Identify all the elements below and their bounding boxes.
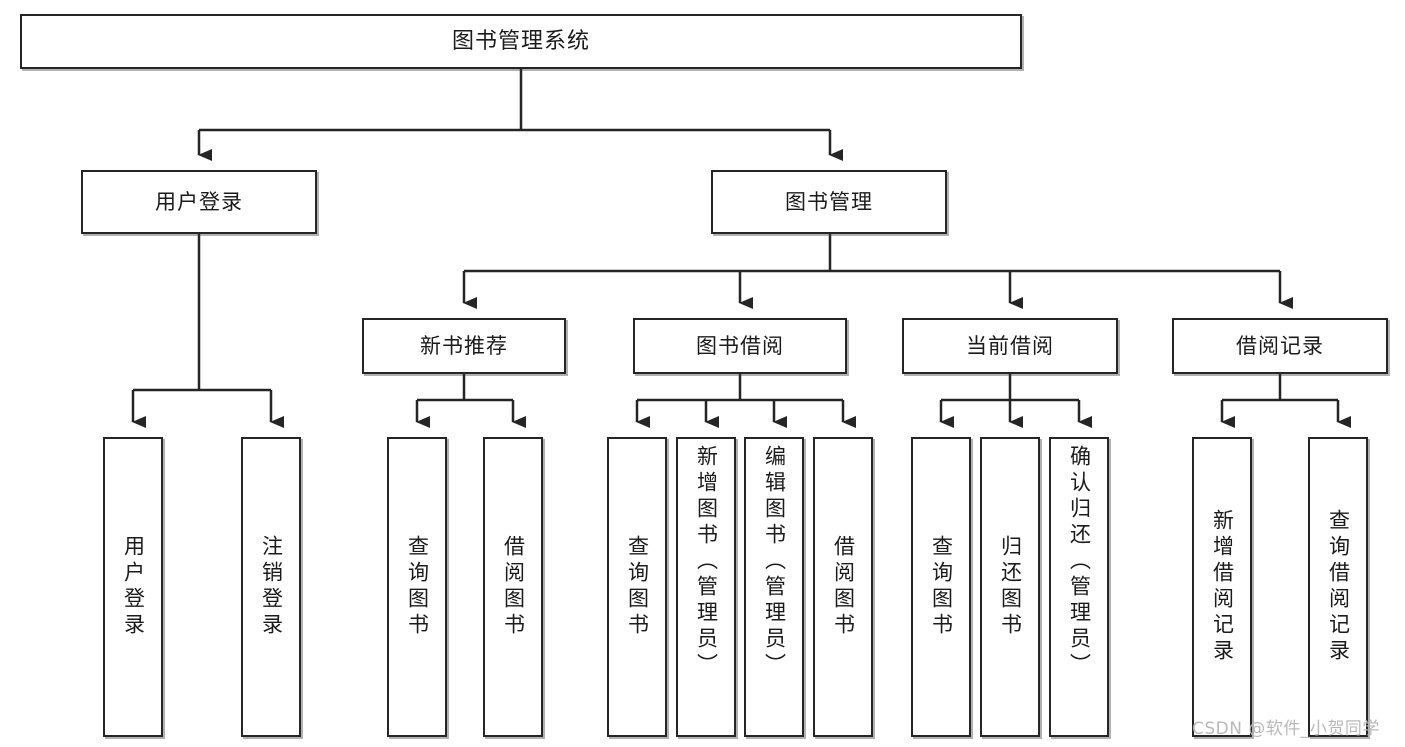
node-leaf-confirm-return-admin[interactable]: 确认归还（管理员） bbox=[1049, 437, 1109, 737]
node-label: 借阅图书 bbox=[501, 535, 526, 639]
node-leaf-logout[interactable]: 注销登录 bbox=[241, 437, 301, 737]
node-label: 借阅记录 bbox=[1236, 333, 1324, 358]
node-borrow-record[interactable]: 借阅记录 bbox=[1172, 318, 1388, 374]
node-label: 查询图书 bbox=[625, 535, 650, 639]
node-label: 借阅图书 bbox=[831, 535, 856, 639]
node-label: 图书管理 bbox=[785, 189, 873, 214]
node-label: 新书推荐 bbox=[420, 333, 508, 358]
node-label: 用户登录 bbox=[121, 535, 146, 639]
node-label: 图书管理系统 bbox=[451, 28, 590, 54]
node-new-book-recommend[interactable]: 新书推荐 bbox=[362, 318, 566, 374]
node-leaf-query-book-borrow[interactable]: 查询图书 bbox=[607, 437, 667, 737]
node-leaf-edit-book-admin[interactable]: 编辑图书（管理员） bbox=[744, 437, 804, 737]
csdn-watermark: CSDN @软件_小贺同学 bbox=[1192, 719, 1380, 739]
node-label: 新增借阅记录 bbox=[1210, 509, 1235, 665]
node-leaf-query-borrow-record[interactable]: 查询借阅记录 bbox=[1308, 437, 1368, 737]
node-current-borrow[interactable]: 当前借阅 bbox=[902, 318, 1118, 374]
node-root-book-management-system[interactable]: 图书管理系统 bbox=[20, 14, 1022, 69]
node-leaf-borrow-book[interactable]: 借阅图书 bbox=[813, 437, 873, 737]
node-label: 图书借阅 bbox=[696, 333, 784, 358]
node-label: 编辑图书（管理员） bbox=[762, 445, 787, 679]
node-label: 查询图书 bbox=[405, 535, 430, 639]
node-book-borrow[interactable]: 图书借阅 bbox=[633, 318, 847, 374]
node-leaf-borrow-book-recommend[interactable]: 借阅图书 bbox=[483, 437, 543, 737]
node-label: 新增图书（管理员） bbox=[694, 445, 719, 679]
node-leaf-add-book-admin[interactable]: 新增图书（管理员） bbox=[676, 437, 736, 737]
node-book-management[interactable]: 图书管理 bbox=[711, 170, 947, 234]
node-label: 查询借阅记录 bbox=[1326, 509, 1351, 665]
node-label: 确认归还（管理员） bbox=[1067, 445, 1092, 679]
node-label: 用户登录 bbox=[155, 189, 243, 214]
node-label: 归还图书 bbox=[998, 535, 1023, 639]
node-label: 当前借阅 bbox=[966, 333, 1054, 358]
node-leaf-add-borrow-record[interactable]: 新增借阅记录 bbox=[1192, 437, 1252, 737]
node-leaf-query-book-current[interactable]: 查询图书 bbox=[911, 437, 971, 737]
node-leaf-return-book[interactable]: 归还图书 bbox=[980, 437, 1040, 737]
node-leaf-user-login[interactable]: 用户登录 bbox=[103, 437, 163, 737]
node-label: 查询图书 bbox=[929, 535, 954, 639]
node-leaf-query-book-recommend[interactable]: 查询图书 bbox=[387, 437, 447, 737]
node-label: 注销登录 bbox=[259, 535, 284, 639]
node-user-login[interactable]: 用户登录 bbox=[81, 170, 317, 234]
